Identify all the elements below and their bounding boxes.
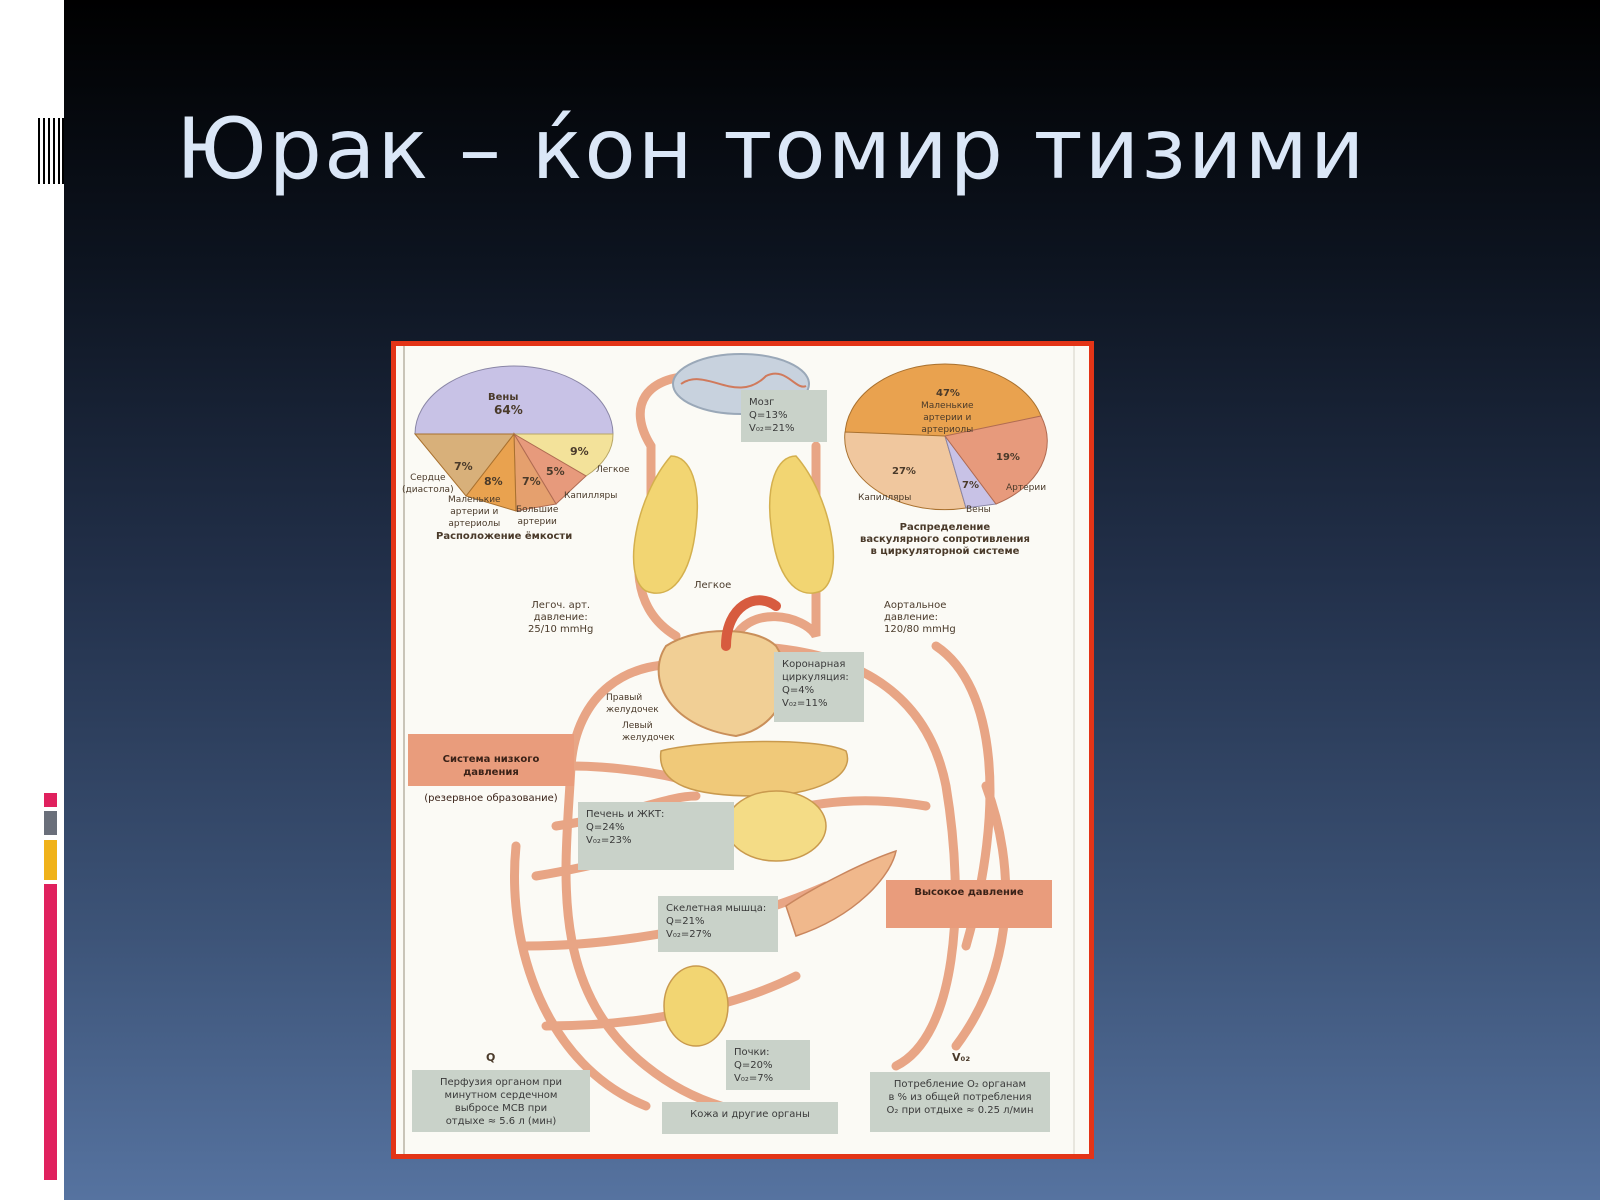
pie-capacity-small-arteries: Маленькие артерии и артериолы bbox=[448, 495, 501, 529]
low-pressure-box: Система низкого давления (резервное обра… bbox=[408, 734, 574, 804]
pie-capacity-pct-7a: 7% bbox=[454, 460, 473, 473]
vo2-label: V₀₂ bbox=[952, 1051, 971, 1064]
right-lung-shape bbox=[769, 455, 835, 594]
kidney-shape bbox=[663, 965, 729, 1047]
muscle-shape bbox=[785, 849, 897, 937]
liver-shape bbox=[659, 740, 849, 797]
left-ventricle-label: Левый желудочек bbox=[622, 721, 675, 743]
kidney-box: Почки: Q=20% V₀₂=7% bbox=[726, 1040, 810, 1090]
low-pressure-sub: (резервное образование) bbox=[424, 793, 558, 804]
stripe-decoration bbox=[38, 118, 64, 184]
pie-resistance-capillaries: Капилляры bbox=[858, 493, 912, 503]
pie-capacity-veins: Вены bbox=[488, 392, 519, 403]
pie-resistance-pct-47: 47% bbox=[936, 388, 960, 399]
pie-resistance-small-arteries: Маленькие артерии и артериолы bbox=[921, 401, 974, 435]
pie-capacity-title: Расположение ёмкости bbox=[436, 531, 573, 542]
intestine-shape bbox=[725, 790, 827, 862]
pie-capacity-lung: Легкое bbox=[596, 465, 630, 475]
slide-title: Юрак – ќон томир тизими bbox=[176, 100, 1367, 198]
pie-capacity-pct-5: 5% bbox=[546, 465, 565, 478]
deco-grey-swatch bbox=[44, 811, 57, 835]
brain-box: Мозг Q=13% V₀₂=21% bbox=[741, 390, 827, 442]
pie-capacity bbox=[413, 365, 614, 512]
pie-capacity-pct-9: 9% bbox=[570, 445, 589, 458]
pie-resistance-pct-19: 19% bbox=[996, 452, 1020, 463]
liver-box: Печень и ЖКТ: Q=24% V₀₂=23% bbox=[578, 802, 734, 870]
circulation-drawing bbox=[403, 346, 1075, 1154]
q-label: Q bbox=[486, 1051, 496, 1064]
deco-pink-bar bbox=[44, 884, 57, 1180]
pie-resistance-pct-27: 27% bbox=[892, 466, 916, 477]
high-pressure-box: Высокое давление bbox=[886, 880, 1052, 928]
pie-capacity-large-arteries: Большие артерии bbox=[516, 505, 559, 527]
pie-resistance bbox=[844, 363, 1048, 511]
left-lung-shape bbox=[632, 455, 698, 594]
lung-label: Легкое bbox=[694, 580, 732, 591]
pie-resistance-pct-7: 7% bbox=[962, 480, 979, 491]
oxygen-box: Потребление O₂ органам в % из общей потр… bbox=[870, 1072, 1050, 1132]
deco-red-swatch bbox=[44, 793, 57, 807]
low-pressure-title: Система низкого давления bbox=[442, 754, 540, 778]
pie-resistance-arteries: Артерии bbox=[1006, 483, 1047, 493]
coronary-box: Коронарная циркуляция: Q=4% V₀₂=11% bbox=[774, 652, 864, 722]
pulmonary-pressure: Легоч. арт. давление: 25/10 mmHg bbox=[528, 600, 594, 635]
pie-capacity-pct-7b: 7% bbox=[522, 475, 541, 488]
circulation-figure: Вены 64% 7% 8% 7% 5% 9% Сердце (диастола… bbox=[391, 341, 1094, 1159]
skin-box: Кожа и другие органы bbox=[662, 1102, 838, 1134]
pie-capacity-pct-8: 8% bbox=[484, 475, 503, 488]
pie-capacity-capillaries: Капилляры bbox=[564, 491, 618, 501]
pie-capacity-veins-pct: 64% bbox=[494, 403, 523, 417]
pie-resistance-title: Распределение васкулярного сопротивления… bbox=[860, 522, 1030, 557]
perfusion-box: Перфузия органом при минутном сердечном … bbox=[412, 1070, 590, 1132]
deco-amber-swatch bbox=[44, 840, 57, 880]
pie-capacity-heart: Сердце (диастола) bbox=[402, 473, 454, 495]
muscle-box: Скелетная мышца: Q=21% V₀₂=27% bbox=[658, 896, 778, 952]
right-ventricle-label: Правый желудочек bbox=[606, 693, 659, 715]
pie-resistance-veins: Вены bbox=[966, 505, 991, 515]
aortic-pressure: Аортальное давление: 120/80 mmHg bbox=[884, 600, 956, 635]
